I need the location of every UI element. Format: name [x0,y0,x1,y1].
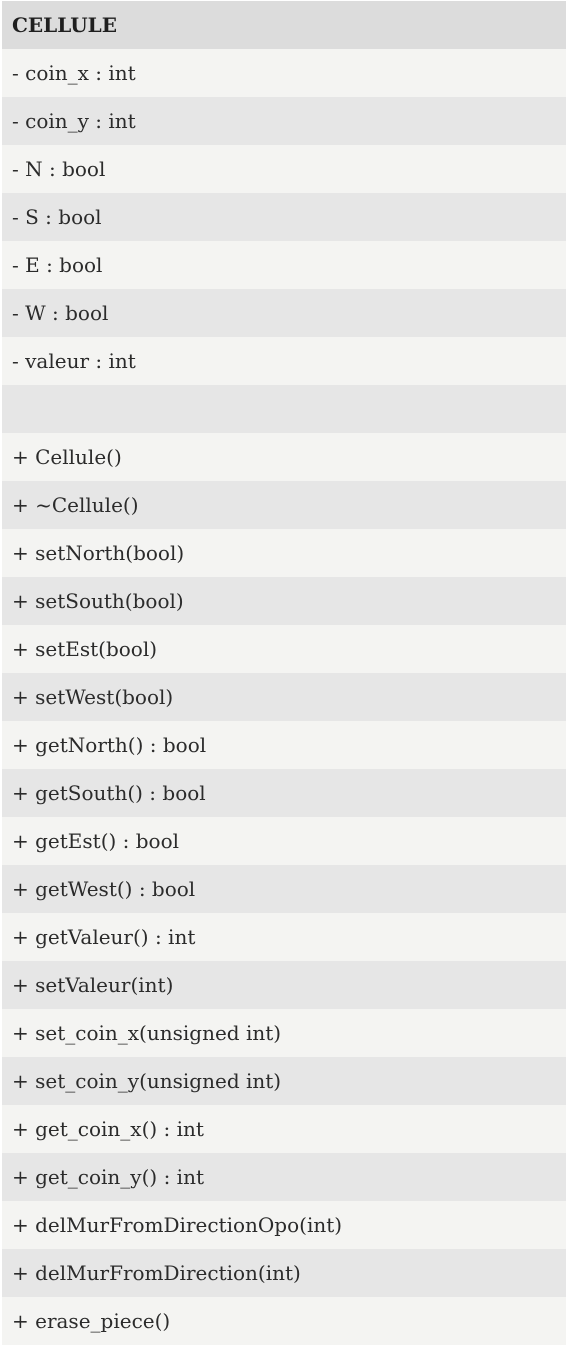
attribute-row: - S : bool [2,193,566,241]
method-row: + getNorth() : bool [2,721,566,769]
method-row: + setSouth(bool) [2,577,566,625]
method-row: + erase_piece() [2,1297,566,1345]
attribute-row: - E : bool [2,241,566,289]
attribute-row: - N : bool [2,145,566,193]
method-row: + setValeur(int) [2,961,566,1009]
method-row: + ~Cellule() [2,481,566,529]
method-row: + set_coin_y(unsigned int) [2,1057,566,1105]
method-row: + getEst() : bool [2,817,566,865]
class-name-header: CELLULE [2,1,566,49]
method-row: + setEst(bool) [2,625,566,673]
attribute-row: - coin_y : int [2,97,566,145]
attribute-row: - coin_x : int [2,49,566,97]
method-row: + delMurFromDirection(int) [2,1249,566,1297]
method-row: + getValeur() : int [2,913,566,961]
attribute-row: - valeur : int [2,337,566,385]
method-row: + set_coin_x(unsigned int) [2,1009,566,1057]
method-row: + get_coin_x() : int [2,1105,566,1153]
method-row: + getSouth() : bool [2,769,566,817]
method-row: + setNorth(bool) [2,529,566,577]
separator-row [2,385,566,433]
method-row: + setWest(bool) [2,673,566,721]
method-row: + Cellule() [2,433,566,481]
attribute-row: - W : bool [2,289,566,337]
method-row: + delMurFromDirectionOpo(int) [2,1201,566,1249]
method-row: + getWest() : bool [2,865,566,913]
method-row: + get_coin_y() : int [2,1153,566,1201]
